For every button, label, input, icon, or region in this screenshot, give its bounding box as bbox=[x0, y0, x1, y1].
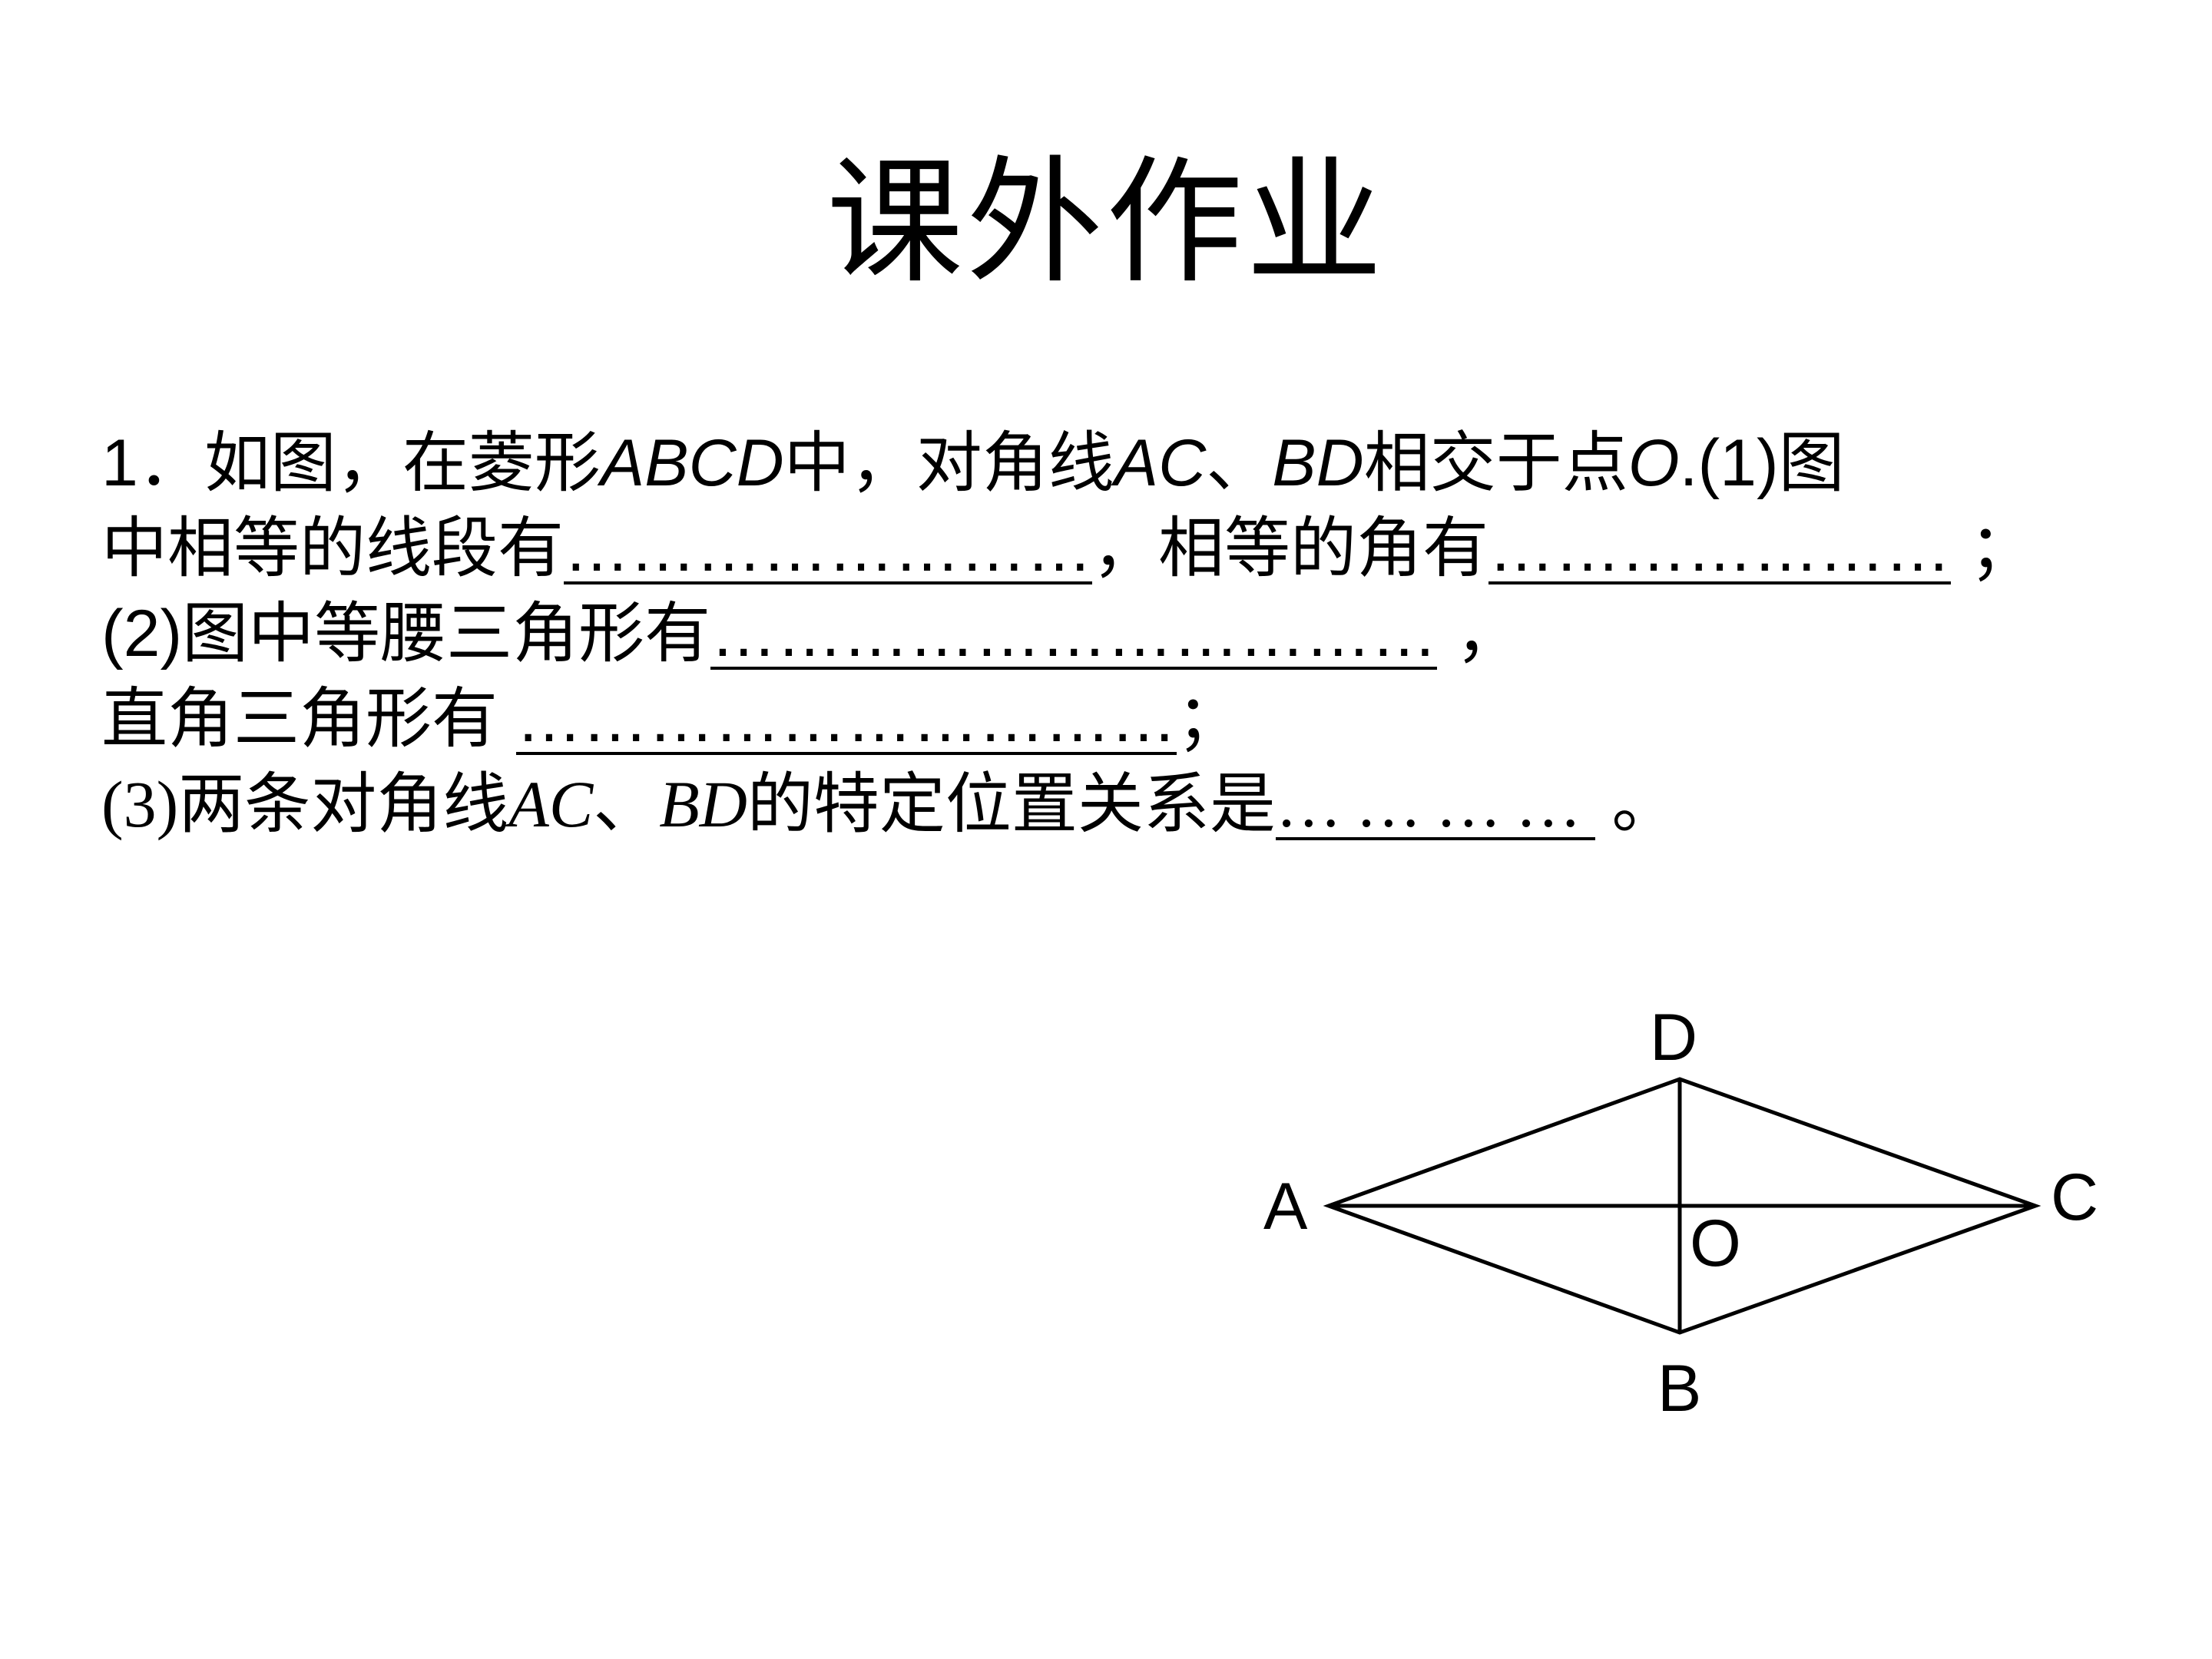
vertex-label-c: C bbox=[2051, 1161, 2098, 1234]
vertex-label-a: A bbox=[1263, 1170, 1308, 1243]
text: ，相等的角有 bbox=[1092, 512, 1488, 585]
text: 。 bbox=[1594, 767, 1678, 841]
center-label-o: O bbox=[1690, 1207, 1741, 1280]
answer-blank-right-triangles[interactable]: ………………………… bbox=[515, 682, 1177, 756]
text: 直角三角形有 bbox=[101, 682, 516, 756]
question-1: 1．如图，在菱形ABCD中，对角线AC、BD相交于点O.(1)图 中相等的线段有… bbox=[101, 421, 2114, 847]
text: (2)图中等腰三角形有 bbox=[101, 597, 711, 671]
answer-blank-equal-angles[interactable]: ………………… bbox=[1488, 512, 1951, 585]
text: 中相等的线段有 bbox=[101, 512, 564, 585]
question-line-4: 直角三角形有 ………………………… ； bbox=[101, 677, 2114, 762]
question-line-2: 中相等的线段有……………………，相等的角有………………… ； bbox=[101, 506, 2114, 591]
text: ； bbox=[1951, 512, 2035, 585]
text: AC bbox=[1114, 426, 1207, 500]
text: 相交于点 bbox=[1363, 426, 1628, 500]
page-title: 课外作业 bbox=[826, 143, 1386, 302]
text: (3)两条对角线 bbox=[101, 767, 509, 841]
text: ， bbox=[1437, 597, 1522, 671]
question-line-1: 1．如图，在菱形ABCD中，对角线AC、BD相交于点O.(1)图 bbox=[101, 421, 2114, 506]
text: 1．如图，在菱形 bbox=[101, 426, 601, 500]
text: .(1)图 bbox=[1679, 426, 1845, 500]
answer-blank-diagonal-relation[interactable]: ………… bbox=[1275, 767, 1595, 841]
text: ABCD bbox=[600, 426, 784, 500]
answer-blank-isosceles-triangles[interactable]: …………………………… bbox=[710, 597, 1438, 671]
text: BD bbox=[1272, 426, 1364, 500]
text: 、 bbox=[1206, 426, 1273, 500]
text: O bbox=[1628, 426, 1680, 500]
text: 中，对角线 bbox=[783, 426, 1114, 500]
vertex-label-b: B bbox=[1657, 1352, 1701, 1426]
text: ； bbox=[1176, 682, 1243, 756]
answer-blank-equal-segments[interactable]: …………………… bbox=[564, 512, 1092, 585]
question-line-3: (2)图中等腰三角形有…………………………… ， bbox=[101, 591, 2114, 677]
rhombus-diagram: D A C O B bbox=[1263, 1001, 2098, 1426]
text: 、 bbox=[593, 767, 660, 841]
text: BD bbox=[659, 767, 747, 841]
question-line-5: (3)两条对角线AC、BD的特定位置关系是………… 。 bbox=[101, 762, 2114, 847]
text: AC bbox=[508, 767, 594, 841]
text: 的特定位置关系是 bbox=[747, 767, 1276, 841]
vertex-label-d: D bbox=[1650, 1001, 1697, 1075]
